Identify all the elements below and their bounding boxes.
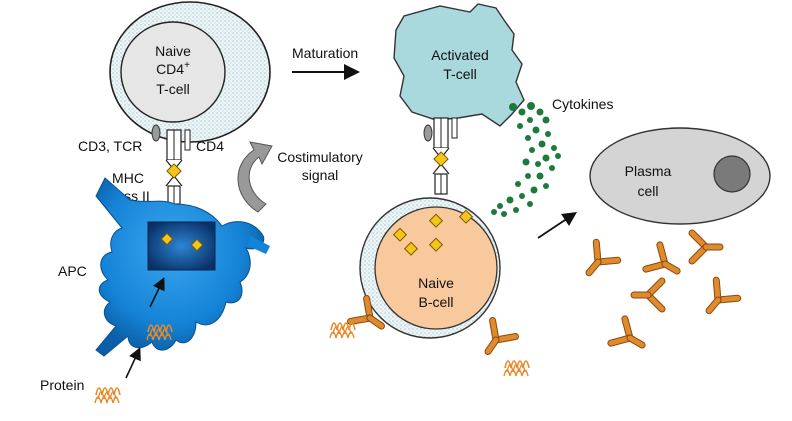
protein-icon-bound-left: [329, 322, 356, 339]
cytokines-label: Cytokines: [552, 96, 613, 112]
cytokines: [491, 102, 561, 217]
naive-b-label-2: B-cell: [418, 294, 453, 310]
plasma-cell: Plasma cell: [589, 127, 771, 225]
naive-b-cell: Naive B-cell: [359, 197, 501, 339]
differentiation-arrow: [537, 212, 577, 239]
costim-label-2: signal: [302, 167, 339, 183]
antibody-icon-5: [698, 280, 737, 319]
maturation-label: Maturation: [292, 45, 358, 61]
naive-t-label-1: Naive: [155, 43, 191, 59]
plasma-label-1: Plasma: [625, 163, 672, 179]
uptake-arrow-upper: [149, 277, 165, 308]
naive-t-label-3: T-cell: [156, 81, 189, 97]
b-cell-receptor-bottom: [477, 321, 516, 360]
uptake-arrow-lower: [125, 347, 141, 379]
antibody-icon-4: [634, 281, 662, 309]
apc-cell: [95, 177, 270, 357]
protein-icon-bound-bottom: [503, 360, 530, 377]
naive-t-cell: Naive CD4+ T-cell: [109, 1, 271, 143]
antibody-icon-3: [692, 233, 720, 261]
activated-label-1: Activated: [431, 47, 489, 63]
activated-t-cell: Activated T-cell: [393, 3, 525, 127]
mhc-label-1: MHC: [112, 170, 144, 186]
apc-label: APC: [58, 263, 87, 279]
plasma-label-2: cell: [637, 183, 658, 199]
antibody-icon-6: [611, 319, 649, 357]
protein-label: Protein: [40, 377, 84, 393]
cd4-label: CD4: [196, 138, 224, 154]
costim-label-1: Costimulatory: [277, 149, 363, 165]
costimulatory-arrow: [237, 141, 273, 213]
activated-label-2: T-cell: [443, 66, 476, 82]
antibody-icon-1: [578, 242, 617, 281]
tcr-mhc-complex-left: [151, 124, 191, 205]
tcr-mhc-complex-right: [423, 117, 458, 195]
naive-t-label-2: CD4+: [156, 60, 190, 77]
cd3-tcr-label: CD3, TCR: [78, 138, 142, 154]
naive-b-label-1: Naive: [418, 275, 454, 291]
protein-icon: [94, 387, 121, 404]
antibody-icon-2: [646, 245, 684, 283]
